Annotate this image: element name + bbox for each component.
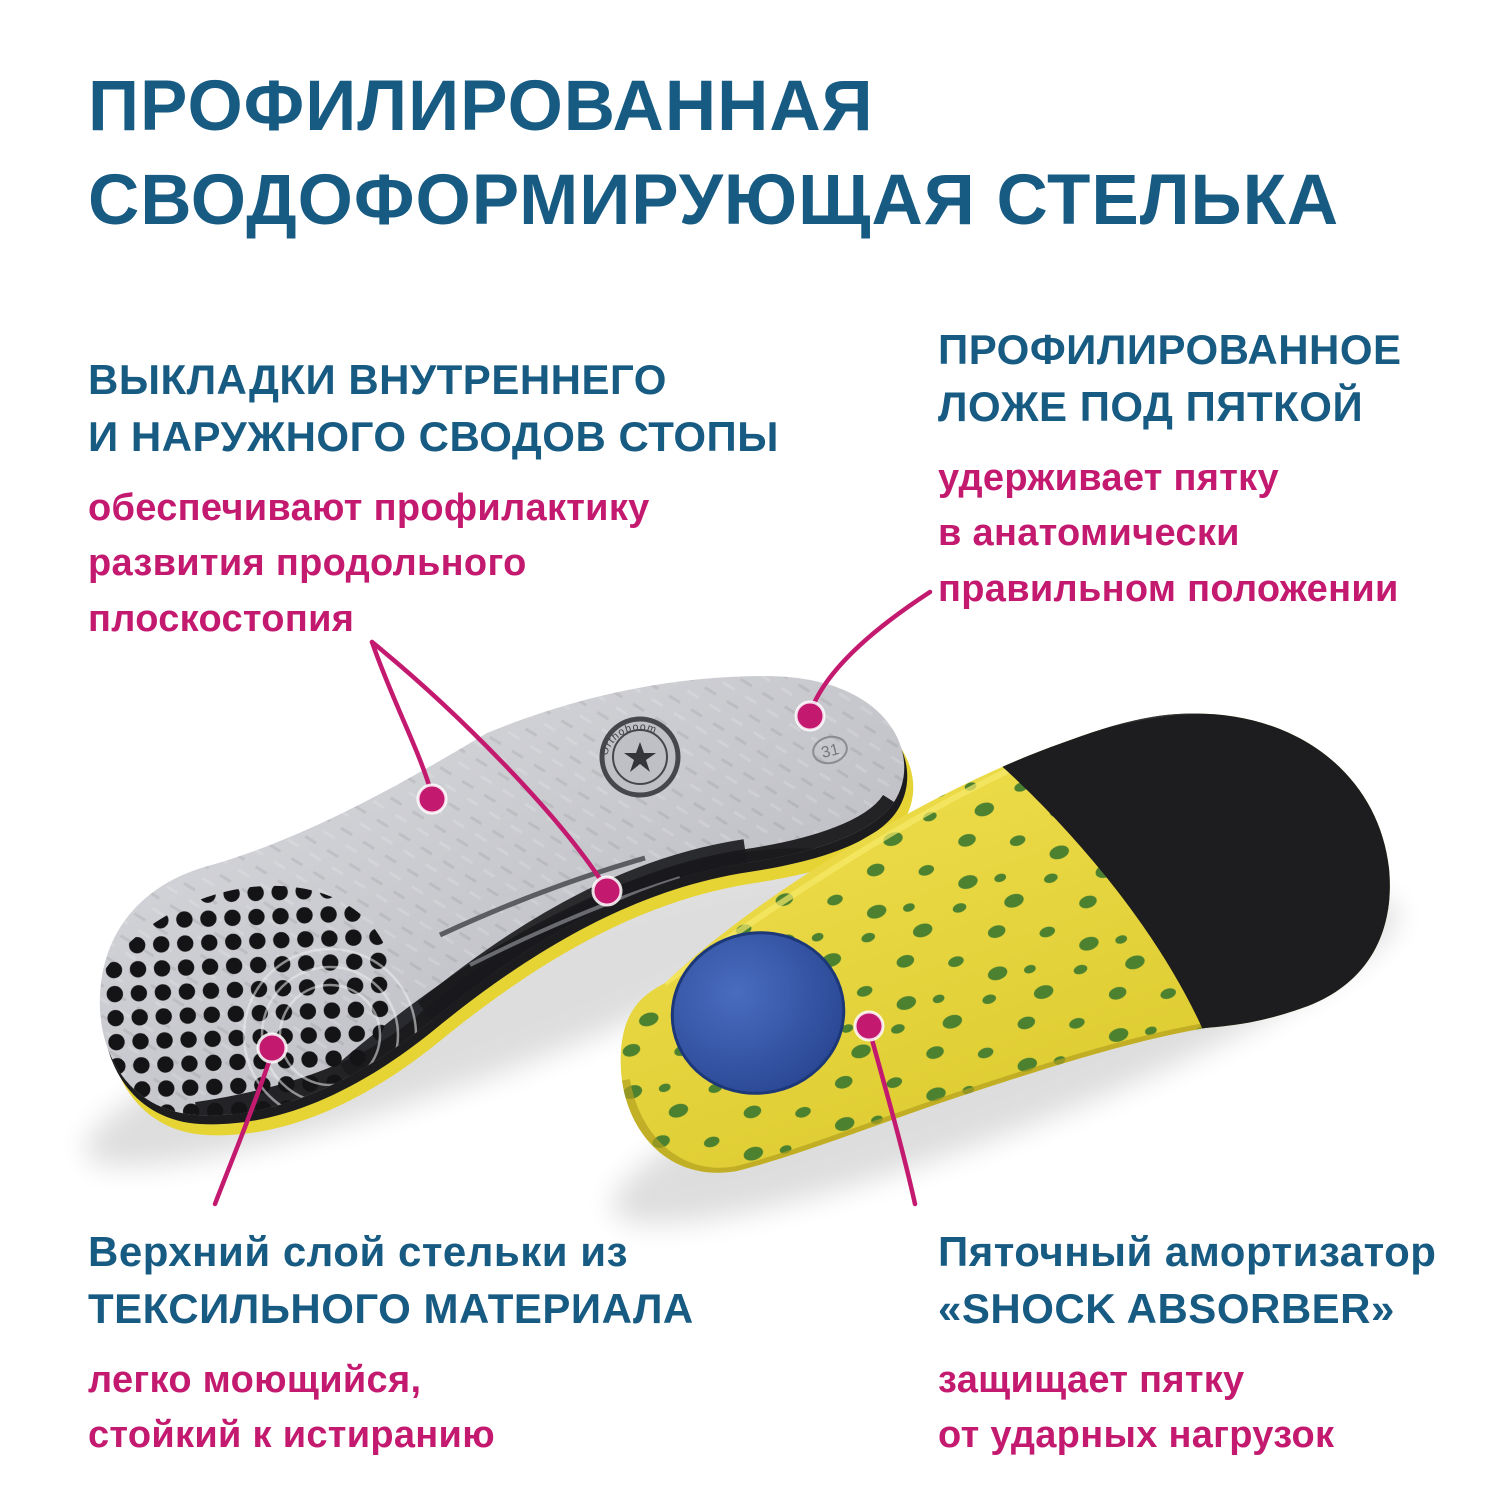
callout-line-shock — [868, 1033, 918, 1207]
callout-dot-top-layer — [256, 1032, 288, 1064]
callout-line-arch-1 — [369, 639, 434, 795]
callout-dot-shock — [853, 1010, 885, 1042]
insole-arch-band — [417, 839, 751, 1038]
page-title-line-1: ПРОФИЛИРОВАННАЯ — [88, 67, 874, 146]
callout-heel-body: удерживает пятку в анатомически правильн… — [938, 451, 1402, 616]
insole-accent-line-1 — [438, 855, 646, 938]
callout-shock-heading-line-1: Пяточный амортизатор — [938, 1228, 1437, 1275]
callout-heel-bed: ПРОФИЛИРОВАННОЕ ЛОЖЕ ПОД ПЯТКОЙ удержива… — [938, 322, 1402, 617]
callout-top-layer-heading: Верхний слой стельки из ТЕКСИЛЬНОГО МАТЕ… — [88, 1224, 694, 1337]
callout-arch-body-line-3: плоскостопия — [88, 597, 355, 640]
callout-dots — [256, 700, 885, 1064]
callout-heel-body-line-1: удерживает пятку — [938, 457, 1279, 500]
callout-top-layer: Верхний слой стельки из ТЕКСИЛЬНОГО МАТЕ… — [88, 1224, 694, 1464]
callout-arch-body-line-2: развития продольного — [88, 542, 527, 585]
callout-dot-inner-arch — [591, 875, 623, 907]
callout-shock-heading-line-2: «SHOCK ABSORBER» — [938, 1284, 1395, 1332]
callout-line-arch-2 — [369, 639, 605, 885]
callout-heel-heading: ПРОФИЛИРОВАННОЕ ЛОЖЕ ПОД ПЯТКОЙ — [938, 322, 1402, 435]
callout-shock-body: защищает пятку от ударных нагрузок — [938, 1353, 1436, 1463]
callout-shock-body-line-2: от ударных нагрузок — [938, 1414, 1335, 1457]
callout-top-layer-heading-line-1: Верхний слой стельки из — [88, 1228, 628, 1275]
callout-shock-heading: Пяточный амортизатор «SHOCK ABSORBER» — [938, 1224, 1436, 1337]
callout-shock-absorber: Пяточный амортизатор «SHOCK ABSORBER» за… — [938, 1224, 1436, 1464]
insole-accent-line-2 — [469, 876, 681, 967]
size-mark-label: 31 — [820, 741, 841, 762]
callout-line-heel-bed — [809, 589, 933, 711]
insole-top-view: Orthoboom 31 — [99, 676, 914, 1136]
callout-top-layer-heading-line-2: ТЕКСИЛЬНОГО МАТЕРИАЛА — [88, 1284, 694, 1332]
brand-logo-star — [624, 742, 656, 772]
callout-heel-body-line-3: правильном положении — [938, 567, 1399, 610]
callout-heel-heading-line-1: ПРОФИЛИРОВАННОЕ — [938, 326, 1402, 373]
callout-heel-heading-line-2: ЛОЖЕ ПОД ПЯТКОЙ — [938, 382, 1364, 430]
callout-heel-body-line-2: в анатомически — [938, 512, 1240, 555]
shock-absorber-pad — [670, 931, 846, 1095]
callout-dot-heel-bed — [794, 700, 826, 732]
callout-top-layer-body: легко моющийся, стойкий к истиранию — [88, 1353, 694, 1463]
callout-dot-outer-arch — [416, 783, 448, 815]
callout-arch-heading-line-2: И НАРУЖНОГО СВОДОВ СТОПЫ — [88, 412, 779, 460]
callout-arch-heading: ВЫКЛАДКИ ВНУТРЕННЕГО И НАРУЖНОГО СВОДОВ … — [88, 352, 779, 465]
insole-toe-cap-black — [995, 713, 1390, 1030]
page-title: ПРОФИЛИРОВАННАЯ СВОДОФОРМИРУЮЩАЯ СТЕЛЬКА — [88, 60, 1339, 247]
callout-line-top-layer — [212, 1053, 274, 1207]
callout-lines — [212, 589, 933, 1207]
page-title-line-2: СВОДОФОРМИРУЮЩАЯ СТЕЛЬКА — [88, 160, 1340, 240]
size-mark: 31 — [812, 735, 848, 765]
callout-arch-heading-line-1: ВЫКЛАДКИ ВНУТРЕННЕГО — [88, 356, 667, 403]
callout-shock-body-line-1: защищает пятку — [938, 1359, 1245, 1402]
callout-arch-body-line-1: обеспечивают профилактику — [88, 487, 650, 530]
callout-arch-body: обеспечивают профилактику развития продо… — [88, 481, 779, 646]
callout-top-layer-body-line-2: стойкий к истиранию — [88, 1414, 495, 1457]
callout-arch-pads: ВЫКЛАДКИ ВНУТРЕННЕГО И НАРУЖНОГО СВОДОВ … — [88, 352, 779, 647]
brand-logo: Orthoboom — [598, 716, 681, 798]
callout-top-layer-body-line-1: легко моющийся, — [88, 1359, 422, 1402]
